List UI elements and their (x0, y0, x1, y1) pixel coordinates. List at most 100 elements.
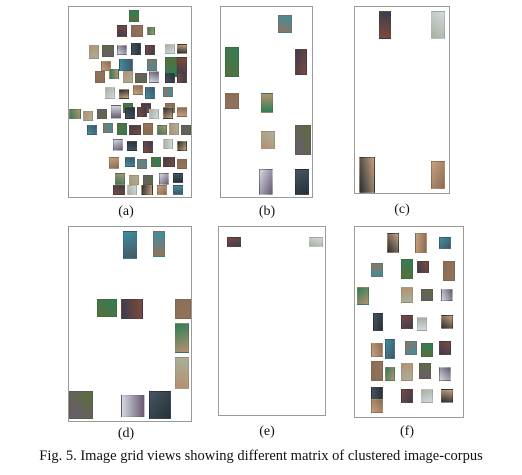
image-thumbnail (401, 363, 413, 381)
image-thumbnail (147, 59, 157, 71)
panel-f (354, 226, 464, 418)
image-thumbnail (401, 287, 413, 303)
image-thumbnail (439, 367, 451, 381)
image-thumbnail (157, 185, 167, 195)
image-thumbnail (163, 157, 175, 167)
image-thumbnail (419, 363, 431, 379)
image-thumbnail (439, 237, 451, 249)
image-thumbnail (177, 44, 187, 54)
image-thumbnail (123, 71, 133, 83)
image-thumbnail (133, 85, 143, 95)
image-thumbnail (105, 87, 115, 99)
image-thumbnail (415, 233, 427, 253)
image-thumbnail (89, 45, 99, 59)
image-thumbnail (371, 263, 383, 277)
image-thumbnail (227, 237, 241, 247)
image-thumbnail (135, 73, 147, 83)
image-thumbnail (149, 109, 159, 119)
image-thumbnail (417, 261, 429, 273)
image-thumbnail (145, 45, 155, 55)
image-thumbnail (123, 231, 137, 259)
image-thumbnail (113, 185, 125, 195)
image-thumbnail (137, 107, 147, 117)
image-thumbnail (401, 259, 413, 279)
image-thumbnail (83, 111, 93, 121)
image-thumbnail (119, 59, 133, 71)
image-thumbnail (125, 107, 135, 119)
image-thumbnail (309, 237, 323, 247)
image-thumbnail (127, 185, 137, 195)
image-thumbnail (117, 25, 127, 37)
image-thumbnail (401, 315, 413, 329)
image-thumbnail (151, 157, 161, 167)
image-thumbnail (131, 25, 143, 37)
image-thumbnail (117, 123, 127, 135)
panel-label-a: (a) (118, 204, 134, 219)
image-thumbnail (129, 125, 141, 135)
image-thumbnail (101, 61, 111, 71)
image-thumbnail (117, 45, 127, 55)
image-thumbnail (175, 323, 189, 353)
image-thumbnail (177, 141, 187, 151)
image-thumbnail (143, 141, 153, 153)
image-thumbnail (159, 173, 169, 185)
image-thumbnail (401, 389, 413, 403)
image-thumbnail (439, 341, 451, 355)
image-thumbnail (261, 131, 275, 149)
image-thumbnail (102, 45, 114, 57)
image-thumbnail (163, 107, 173, 119)
image-thumbnail (417, 317, 427, 331)
image-thumbnail (387, 233, 399, 253)
image-thumbnail (261, 93, 273, 113)
image-thumbnail (165, 44, 175, 54)
image-thumbnail (431, 161, 445, 189)
image-thumbnail (69, 109, 81, 119)
image-thumbnail (441, 389, 453, 403)
image-thumbnail (181, 125, 191, 135)
image-thumbnail (441, 315, 453, 329)
image-thumbnail (127, 141, 137, 151)
image-thumbnail (115, 173, 125, 185)
panel-d (68, 226, 192, 422)
image-thumbnail (163, 87, 173, 97)
image-thumbnail (177, 159, 187, 169)
panel-label-c: (c) (394, 202, 410, 217)
image-thumbnail (443, 261, 455, 281)
image-thumbnail (143, 175, 153, 185)
image-thumbnail (153, 231, 165, 257)
image-thumbnail (371, 343, 383, 357)
image-thumbnail (141, 185, 153, 195)
image-thumbnail (109, 69, 119, 79)
image-thumbnail (97, 299, 117, 317)
image-thumbnail (87, 125, 97, 135)
image-thumbnail (131, 43, 141, 55)
image-thumbnail (175, 299, 191, 319)
image-thumbnail (163, 139, 173, 149)
image-thumbnail (121, 395, 145, 417)
image-thumbnail (278, 15, 292, 33)
panel-a (68, 6, 192, 198)
image-thumbnail (259, 169, 273, 195)
image-thumbnail (359, 157, 375, 193)
panel-label-d: (d) (117, 426, 135, 441)
image-thumbnail (421, 343, 433, 357)
image-thumbnail (143, 123, 153, 135)
image-thumbnail (103, 123, 113, 133)
image-thumbnail (385, 339, 395, 359)
image-thumbnail (431, 11, 445, 39)
image-thumbnail (69, 391, 93, 419)
image-thumbnail (225, 47, 239, 77)
image-thumbnail (125, 157, 135, 167)
image-thumbnail (169, 123, 179, 135)
image-thumbnail (295, 49, 307, 75)
image-thumbnail (165, 73, 175, 83)
image-thumbnail (295, 169, 309, 195)
image-thumbnail (371, 361, 383, 381)
panel-label-b: (b) (258, 204, 276, 219)
panel-c (354, 6, 450, 194)
image-thumbnail (119, 89, 129, 99)
image-thumbnail (379, 11, 391, 39)
image-thumbnail (137, 159, 147, 169)
image-thumbnail (357, 287, 369, 305)
image-thumbnail (113, 139, 123, 151)
